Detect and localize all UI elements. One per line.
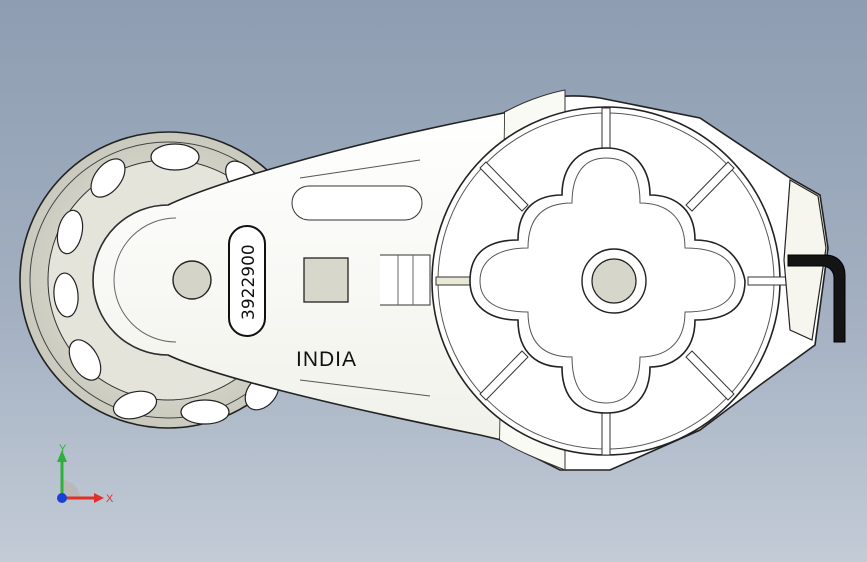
y-axis-arrow [57, 450, 67, 462]
arm-pivot-hole [172, 260, 212, 300]
x-axis-label: X [106, 493, 114, 505]
country-marking: INDIA [296, 348, 357, 371]
pulley-lightening-holes [53, 143, 280, 425]
z-axis [57, 493, 67, 503]
serial-number: 3922900 [239, 244, 259, 320]
hex-key[interactable] [787, 254, 846, 343]
x-axis-arrow [94, 493, 104, 503]
housing-ribs [435, 107, 794, 456]
tensioner-arm[interactable]: 3922900 INDIA [92, 99, 566, 457]
y-axis-label: Y [59, 443, 67, 455]
triad-plane-arc [62, 480, 80, 498]
orientation-triad: Y X [57, 443, 114, 505]
arm-square-window [303, 257, 349, 303]
serial-plate: 3922900 [228, 225, 266, 337]
tensioner-housing[interactable] [431, 89, 846, 471]
